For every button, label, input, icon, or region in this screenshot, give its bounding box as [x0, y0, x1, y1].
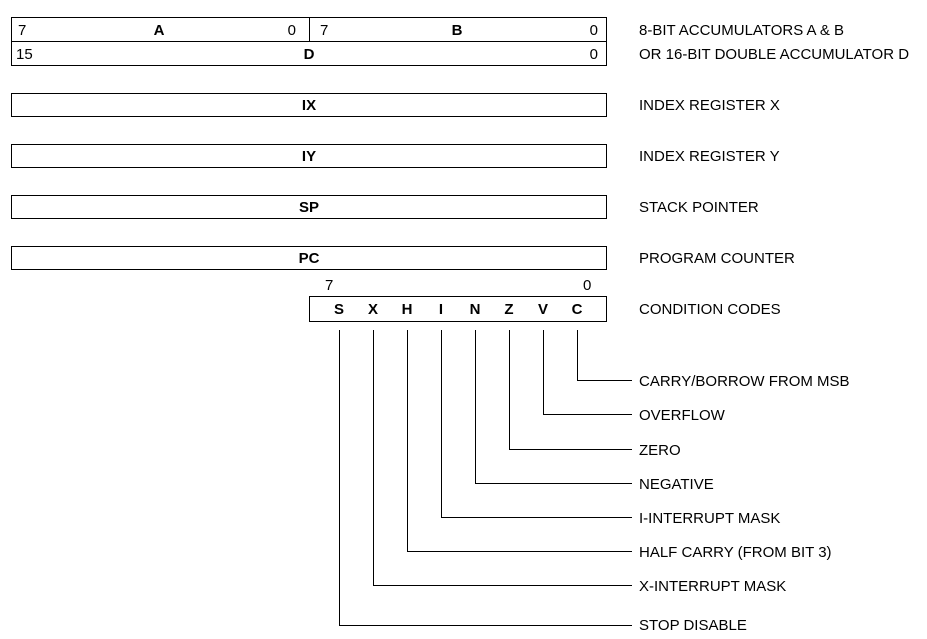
- desc-overflow: OVERFLOW: [639, 407, 726, 424]
- desc-carry: CARRY/BORROW FROM MSB: [639, 373, 850, 390]
- leader-negative: [475, 330, 632, 484]
- desc-zero: ZERO: [639, 442, 681, 459]
- register-sp-box: [11, 195, 607, 219]
- leader-overflow: [543, 330, 632, 415]
- b-high-bit: 7: [320, 22, 328, 39]
- flag-v: V: [538, 301, 548, 318]
- flag-leaders: [339, 330, 632, 626]
- a-low-bit: 0: [288, 22, 296, 39]
- register-sp-desc: STACK POINTER: [639, 199, 759, 216]
- desc-stop-disable: STOP DISABLE: [639, 617, 747, 634]
- register-pc: PC PROGRAM COUNTER: [11, 246, 795, 270]
- flag-c: C: [572, 301, 583, 318]
- flag-z: Z: [504, 301, 513, 318]
- register-pc-label: PC: [299, 250, 320, 267]
- condition-code-register: 7 0 S X H I N Z V C CONDITION CODES: [309, 277, 781, 322]
- ccr-box: [309, 296, 607, 322]
- desc-negative: NEGATIVE: [639, 476, 714, 493]
- leader-zero: [509, 330, 632, 450]
- flag-i: I: [439, 301, 443, 318]
- register-sp: SP STACK POINTER: [11, 195, 759, 219]
- register-iy-label: IY: [302, 148, 316, 165]
- register-iy: IY INDEX REGISTER Y: [11, 144, 780, 168]
- leader-half-carry: [407, 330, 632, 552]
- d-high-bit: 15: [16, 46, 33, 63]
- accumulator-d-label: D: [304, 46, 315, 63]
- accumulator-b-label: B: [452, 22, 463, 39]
- flag-n: N: [470, 301, 481, 318]
- register-ix: IX INDEX REGISTER X: [11, 93, 780, 117]
- flag-descriptions: CARRY/BORROW FROM MSB OVERFLOW ZERO NEGA…: [639, 373, 850, 634]
- flag-h: H: [402, 301, 413, 318]
- flag-x: X: [368, 301, 378, 318]
- desc-i-interrupt: I-INTERRUPT MASK: [639, 510, 780, 527]
- ccr-low-bit: 0: [583, 277, 591, 294]
- register-pc-desc: PROGRAM COUNTER: [639, 250, 795, 267]
- register-iy-desc: INDEX REGISTER Y: [639, 148, 780, 165]
- leader-stop-disable: [339, 330, 632, 626]
- desc-x-interrupt: X-INTERRUPT MASK: [639, 578, 786, 595]
- desc-half-carry: HALF CARRY (FROM BIT 3): [639, 544, 832, 561]
- register-ix-label: IX: [302, 97, 316, 114]
- ccr-desc: CONDITION CODES: [639, 301, 781, 318]
- register-sp-label: SP: [299, 199, 319, 216]
- accumulator-block: 7 A 0 7 B 0 15 D 0 8-BIT ACCUMULATORS A …: [11, 17, 909, 66]
- accumulators-desc-line1: 8-BIT ACCUMULATORS A & B: [639, 22, 844, 39]
- d-low-bit: 0: [590, 46, 598, 63]
- b-low-bit: 0: [590, 22, 598, 39]
- register-iy-box: [11, 144, 607, 168]
- leader-i-interrupt: [441, 330, 632, 518]
- flag-s: S: [334, 301, 344, 318]
- register-ix-desc: INDEX REGISTER X: [639, 97, 780, 114]
- accumulator-a-label: A: [154, 22, 165, 39]
- register-pc-box: [11, 246, 607, 270]
- register-ix-box: [11, 93, 607, 117]
- leader-carry: [577, 330, 632, 381]
- accumulators-desc-line2: OR 16-BIT DOUBLE ACCUMULATOR D: [639, 46, 909, 63]
- ccr-high-bit: 7: [325, 277, 333, 294]
- leader-x-interrupt: [373, 330, 632, 586]
- a-high-bit: 7: [18, 22, 26, 39]
